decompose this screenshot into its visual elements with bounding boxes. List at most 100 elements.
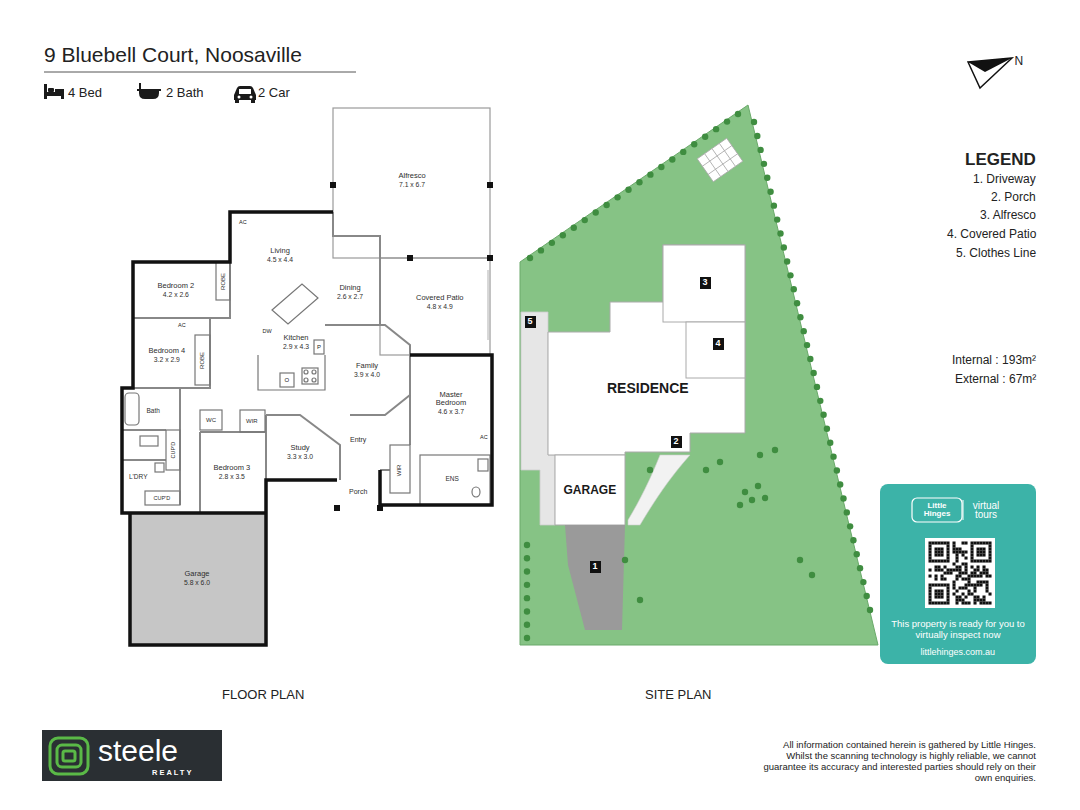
floor-plan — [304, 378, 308, 382]
virtual-tour-panel — [938, 566, 941, 569]
virtual-tour-panel — [974, 542, 977, 545]
virtual-tour-panel — [947, 548, 950, 551]
site-plan — [524, 582, 530, 588]
virtual-tour-panel — [929, 602, 932, 605]
site-plan — [520, 105, 878, 645]
virtual-tour-panel — [941, 584, 944, 587]
virtual-tour-panel — [935, 566, 938, 569]
virtual-tour-panel — [962, 572, 965, 575]
site-plan — [797, 557, 803, 563]
virtual-tour-panel — [953, 545, 956, 548]
room-name: Covered Patio — [416, 294, 464, 303]
site-plan — [524, 608, 530, 614]
floor-plan — [216, 262, 230, 300]
virtual-tour-panel — [929, 548, 932, 551]
virtual-tour-panel — [974, 599, 977, 602]
room-dimension: 2.8 x 3.5 — [214, 473, 251, 481]
virtual-tour-panel — [925, 538, 995, 608]
room-label: Alfresco7.1 x 6.7 — [398, 171, 427, 189]
floor-plan — [304, 370, 308, 374]
virtual-tour-panel — [983, 548, 986, 551]
virtual-tour-panel — [956, 599, 959, 602]
virtual-tour-panel — [956, 596, 959, 599]
virtual-tour-panel — [941, 554, 944, 557]
virtual-tour-panel — [929, 560, 932, 563]
room-dimension: 3.3 x 3.0 — [287, 453, 313, 461]
agency-logo — [50, 738, 88, 774]
site-plan — [737, 502, 743, 508]
virtual-tour-panel — [947, 596, 950, 599]
virtual-tour-panel — [977, 584, 980, 587]
floor-plan — [472, 487, 480, 497]
floor-plan — [407, 255, 413, 261]
virtual-tour-panel — [935, 560, 938, 563]
floor-plan — [377, 505, 383, 511]
floor-plan — [122, 429, 166, 431]
site-plan — [697, 138, 743, 182]
virtual-tour-panel — [983, 596, 986, 599]
virtual-tour-panel — [980, 560, 983, 563]
site-plan — [713, 126, 719, 132]
site-plan — [592, 209, 598, 215]
feature-icons — [234, 86, 256, 100]
site-plan — [837, 481, 843, 487]
agency-logo — [50, 738, 88, 774]
floor-plan — [240, 410, 265, 432]
virtual-tour-panel — [938, 551, 941, 554]
feature-icons — [250, 96, 253, 99]
virtual-tour-panel — [980, 542, 983, 545]
virtual-tour-panel — [974, 584, 977, 587]
virtual-tour-panel — [989, 593, 992, 596]
site-plan — [565, 525, 625, 630]
room-name: Study — [287, 444, 313, 453]
virtual-tour-panel — [986, 590, 989, 593]
floor-plan — [258, 355, 325, 390]
callout-number: 3 — [700, 277, 711, 289]
site-plan — [697, 138, 743, 182]
virtual-tour-panel — [935, 542, 938, 545]
floor-plan — [333, 212, 380, 325]
site-plan — [669, 156, 675, 162]
site-plan — [804, 342, 810, 348]
room-dimension: 4.5 x 4.4 — [267, 256, 293, 264]
room-label: Study3.3 x 3.0 — [286, 443, 314, 461]
floor-plan — [325, 325, 410, 445]
virtual-tour-panel — [971, 566, 974, 569]
floor-plan — [125, 262, 490, 505]
virtual-tour-panel — [947, 554, 950, 557]
virtual-tour-panel — [974, 590, 977, 593]
floor-plan — [272, 284, 318, 324]
agency-logo — [42, 730, 222, 781]
north-arrow — [968, 58, 1012, 88]
virtual-tour-panel — [947, 569, 950, 572]
virtual-tour-panel — [956, 569, 959, 572]
room-label: WIR — [395, 463, 404, 477]
virtual-tour-panel — [986, 569, 989, 572]
appliance-mark: O — [285, 377, 290, 384]
site-plan — [751, 119, 757, 125]
room-dimension: 3.2 x 2.9 — [149, 356, 186, 364]
virtual-tour-panel — [963, 500, 964, 520]
virtual-tour-panel — [953, 542, 956, 545]
site-plan — [622, 557, 628, 563]
site-plan — [854, 551, 860, 557]
virtual-tour-panel — [965, 596, 968, 599]
virtual-tour-panel — [929, 596, 932, 599]
site-plan — [774, 216, 780, 222]
site-plan — [658, 164, 664, 170]
virtual-tour-panel — [962, 599, 965, 602]
virtual-tour-panel — [980, 572, 983, 575]
virtual-tour-panel — [944, 542, 947, 545]
floor-plan — [130, 513, 266, 645]
virtual-tour-panel — [929, 542, 932, 545]
agency-logo — [42, 730, 222, 781]
virtual-tour-panel — [977, 560, 980, 563]
virtual-tour-panel — [968, 578, 971, 581]
room-name: Entry — [350, 436, 366, 444]
virtual-tour-panel — [974, 587, 977, 590]
virtual-tour-panel — [962, 563, 965, 566]
site-plan — [787, 272, 793, 278]
room-name: Dining — [337, 284, 363, 293]
room-name: Master Bedroom — [429, 391, 473, 408]
